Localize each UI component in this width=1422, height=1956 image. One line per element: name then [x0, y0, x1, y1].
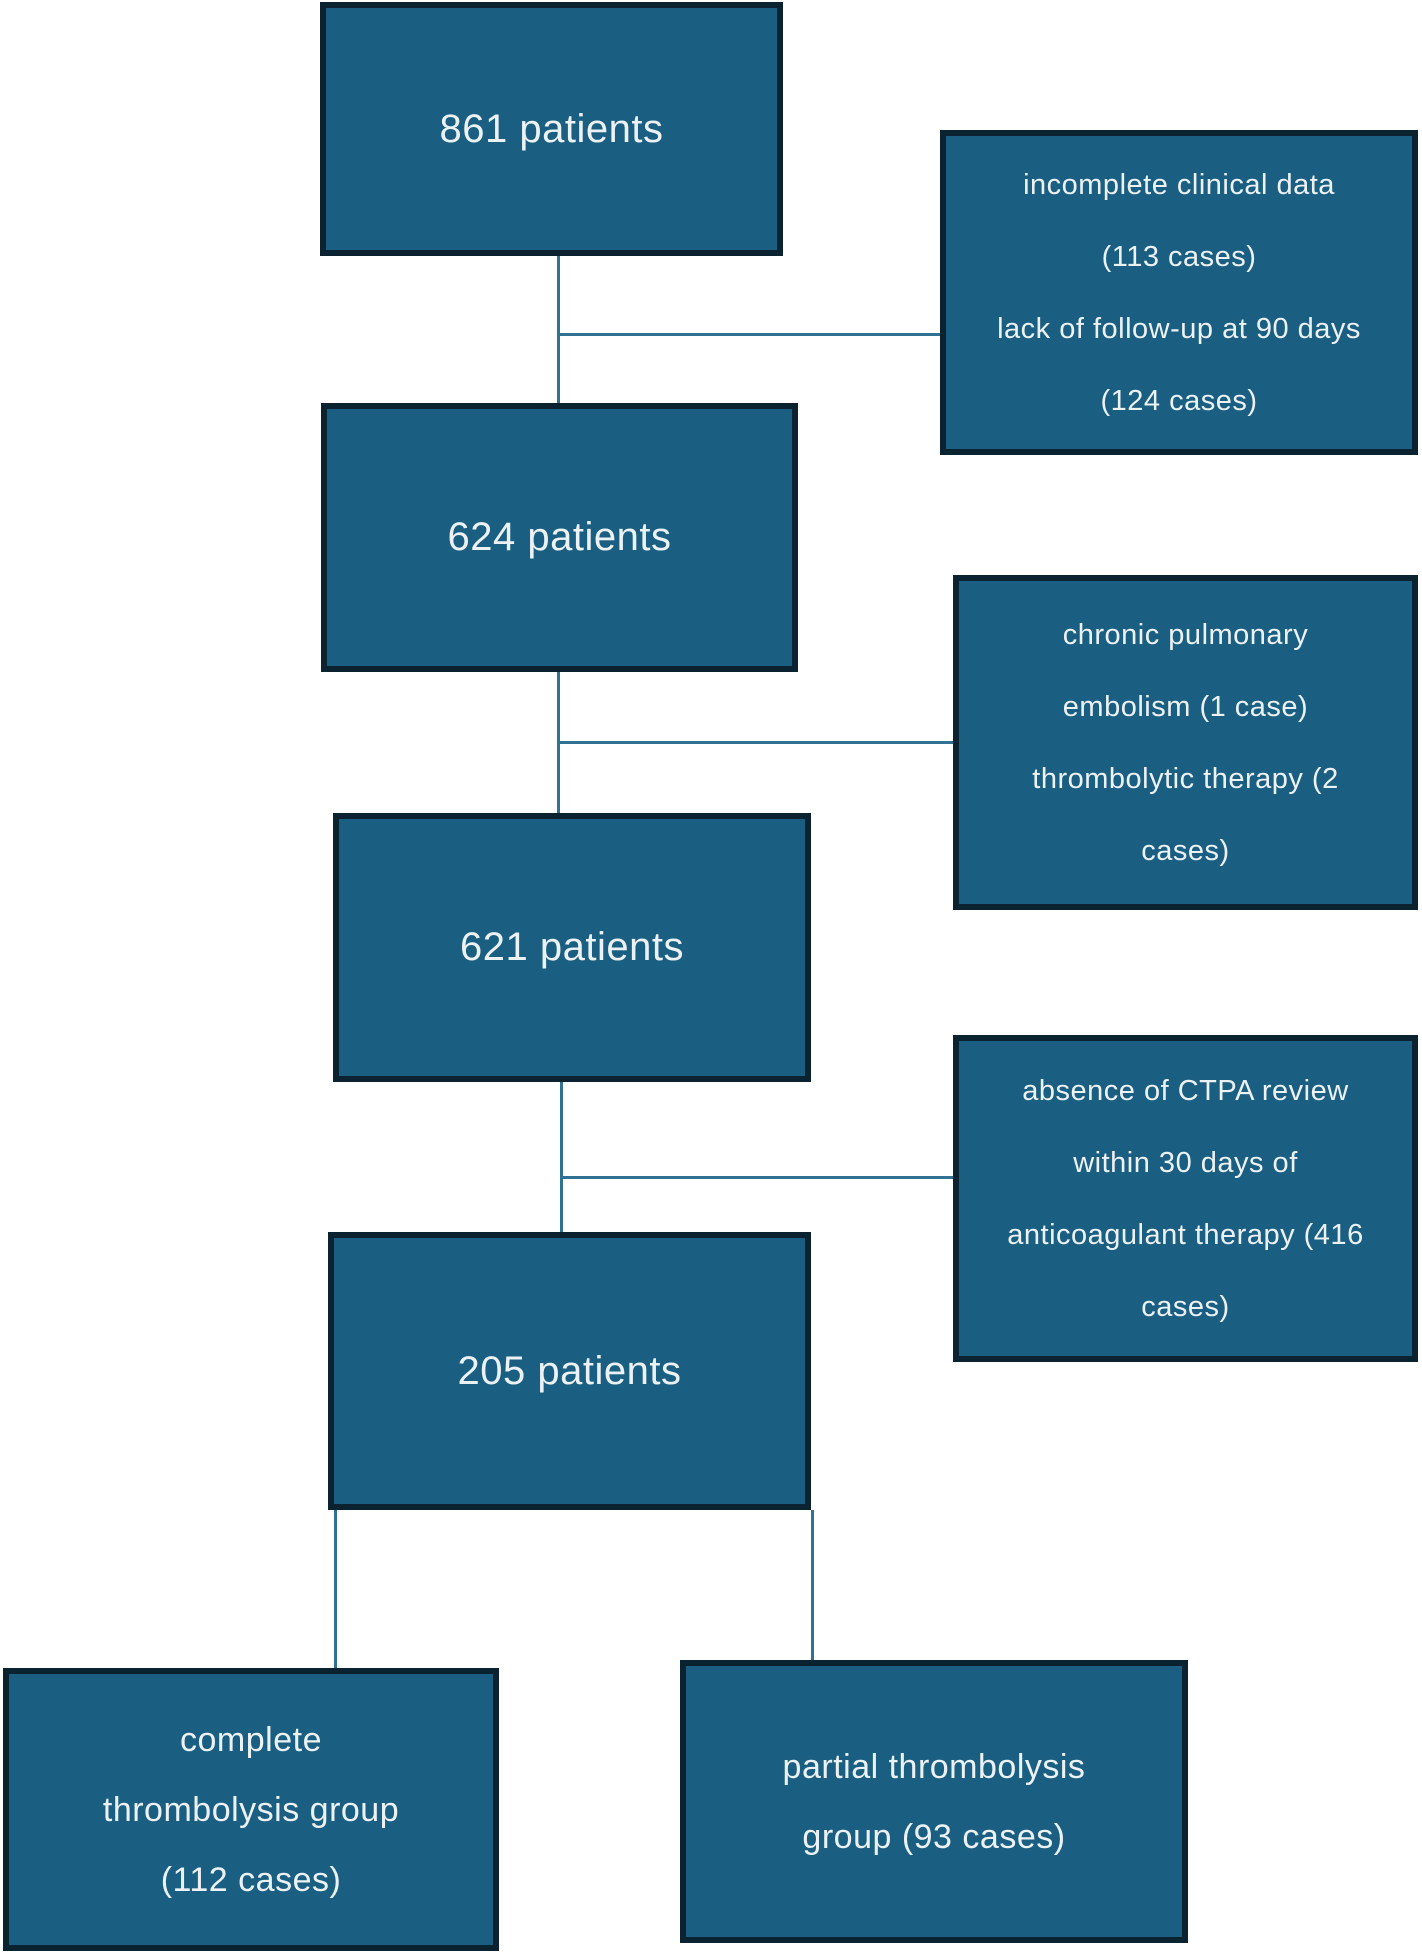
connector-205-to-complete-group [334, 1510, 337, 1668]
connector-861-to-624 [557, 256, 560, 403]
exclusion-box-chronic-embolism: chronic pulmonary embolism (1 case) thro… [953, 575, 1418, 910]
group-box-complete-thrombolysis: complete thrombolysis group (112 cases) [3, 1668, 499, 1951]
exclusion-text-line: incomplete clinical data [1023, 168, 1335, 201]
flow-box-621-patients: 621 patients [333, 813, 811, 1082]
exclusion-text-line: within 30 days of [1073, 1146, 1298, 1179]
connector-205-to-partial-group [811, 1510, 814, 1660]
connector-branch-to-exclusion-2 [557, 741, 953, 744]
group-box-partial-thrombolysis: partial thrombolysis group (93 cases) [680, 1660, 1188, 1943]
flow-box-624-patients: 624 patients [321, 403, 798, 672]
exclusion-text-line: cases) [1141, 834, 1230, 867]
exclusion-box-incomplete-data: incomplete clinical data (113 cases) lac… [940, 130, 1418, 455]
flow-box-label: 205 patients [457, 1348, 682, 1393]
flow-box-label: 624 patients [447, 515, 672, 559]
exclusion-text-line: absence of CTPA review [1022, 1074, 1349, 1107]
exclusion-box-absence-ctpa: absence of CTPA review within 30 days of… [953, 1035, 1418, 1362]
connector-branch-to-exclusion-1 [557, 333, 940, 336]
connector-branch-to-exclusion-3 [560, 1176, 953, 1179]
exclusion-text-line: (124 cases) [1100, 384, 1258, 417]
flow-box-205-patients: 205 patients [328, 1232, 811, 1510]
connector-621-to-205 [560, 1082, 563, 1232]
exclusion-text-line: chronic pulmonary [1062, 618, 1309, 651]
exclusion-text-line: embolism (1 case) [1062, 690, 1309, 723]
exclusion-text-line: anticoagulant therapy (416 [1007, 1218, 1364, 1251]
flow-box-label: 621 patients [460, 925, 684, 969]
exclusion-text-line: (113 cases) [1101, 240, 1257, 273]
group-text-line: group (93 cases) [802, 1817, 1066, 1856]
flow-box-label: 861 patients [439, 106, 664, 151]
flow-box-861-patients: 861 patients [320, 2, 783, 256]
exclusion-text-line: cases) [1141, 1290, 1230, 1323]
group-text-line: complete [180, 1720, 322, 1759]
group-text-line: partial thrombolysis [782, 1747, 1086, 1786]
exclusion-text-line: thrombolytic therapy (2 [1032, 762, 1339, 795]
group-text-line: (112 cases) [160, 1860, 342, 1899]
group-text-line: thrombolysis group [102, 1790, 400, 1829]
exclusion-text-line: lack of follow-up at 90 days [997, 312, 1361, 345]
